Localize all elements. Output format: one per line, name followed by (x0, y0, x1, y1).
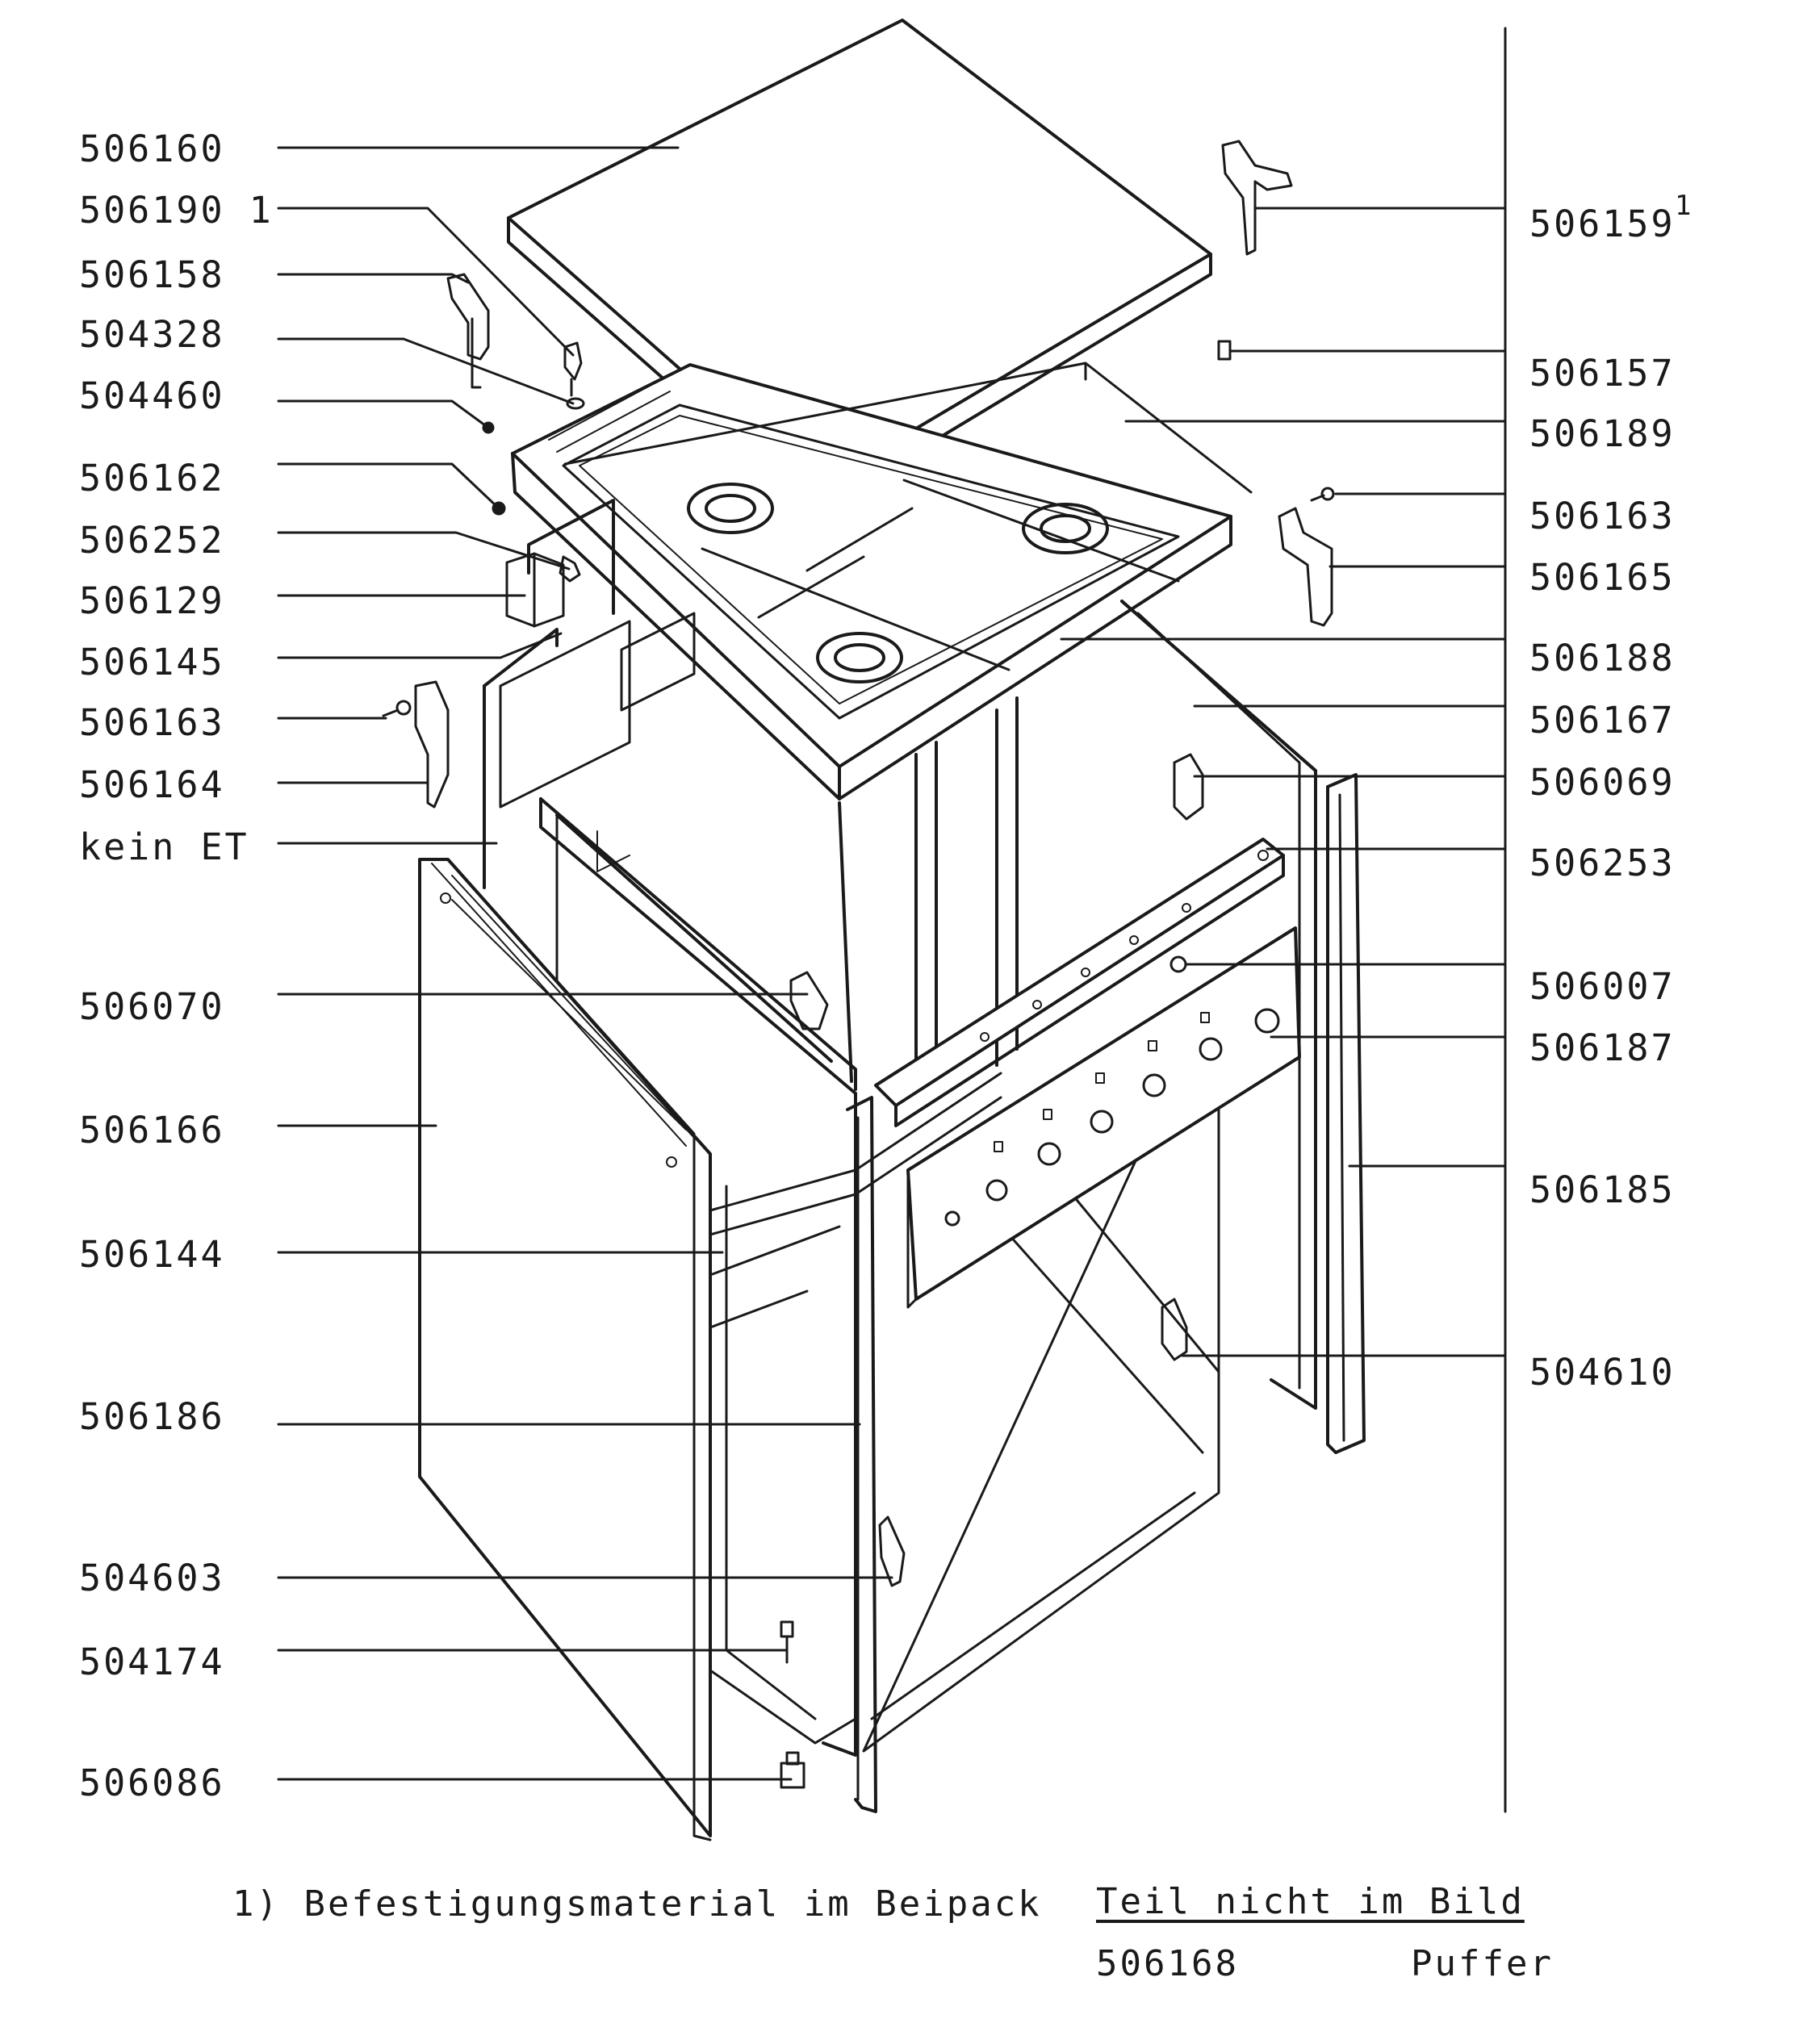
label-506159: 506159 (1529, 203, 1676, 245)
mounting-rail (874, 838, 1285, 1127)
label-504610: 504610 (1529, 1351, 1676, 1394)
footnote-ref: 1 (249, 189, 274, 232)
label-506158: 506158 (79, 253, 225, 296)
label-504603: 504603 (79, 1557, 225, 1599)
burner-tray-frame (511, 363, 1232, 800)
label-506086: 506086 (79, 1762, 225, 1804)
label-506070: 506070 (79, 985, 225, 1028)
part-name-puffer: Puffer (1411, 1943, 1554, 1984)
footnote-ref-506159: 1 (1675, 190, 1692, 222)
left-side-panel (418, 858, 712, 1841)
label-506069: 506069 (1529, 761, 1676, 804)
label-506185: 506185 (1529, 1168, 1676, 1211)
footnote-note: 1) Befestigungsmaterial im Beipack (232, 1883, 1042, 1925)
right-trim-strip (1326, 773, 1366, 1454)
label-506187: 506187 (1529, 1026, 1676, 1069)
label-506252: 506252 (79, 519, 225, 562)
label-506145: 506145 (79, 641, 225, 683)
label-kein-et: kein ET (79, 826, 249, 868)
label-506190: 506190 1 (79, 192, 274, 228)
label-506166: 506166 (79, 1109, 225, 1152)
label-number: 506190 (79, 189, 225, 232)
upper-rim-frame (563, 362, 1253, 494)
label-506165: 506165 (1529, 556, 1676, 599)
label-506164: 506164 (79, 763, 225, 806)
leader-lines-right (1060, 207, 1507, 1357)
label-504460: 504460 (79, 374, 225, 417)
label-506189: 506189 (1529, 412, 1676, 455)
hardware-parts (382, 140, 1335, 1789)
label-506167: 506167 (1529, 699, 1676, 742)
label-506129: 506129 (79, 579, 225, 622)
label-506188: 506188 (1529, 637, 1676, 679)
parts-not-shown-heading: Teil nicht im Bild (1096, 1881, 1525, 1922)
label-506157: 506157 (1529, 352, 1676, 395)
label-504174: 504174 (79, 1641, 225, 1683)
control-panel (906, 926, 1301, 1309)
leader-lines-left (277, 146, 893, 1781)
label-506162: 506162 (79, 457, 225, 500)
part-number-506168: 506168 (1096, 1943, 1239, 1984)
front-frame-post (846, 1096, 877, 1813)
label-506253: 506253 (1529, 842, 1676, 884)
label-506144: 506144 (79, 1233, 225, 1276)
label-504328: 504328 (79, 313, 225, 356)
label-506007: 506007 (1529, 965, 1676, 1008)
label-506163-left: 506163 (79, 701, 225, 744)
label-506163-right: 506163 (1529, 495, 1676, 537)
label-506186: 506186 (79, 1395, 225, 1438)
label-506160: 506160 (79, 127, 225, 170)
